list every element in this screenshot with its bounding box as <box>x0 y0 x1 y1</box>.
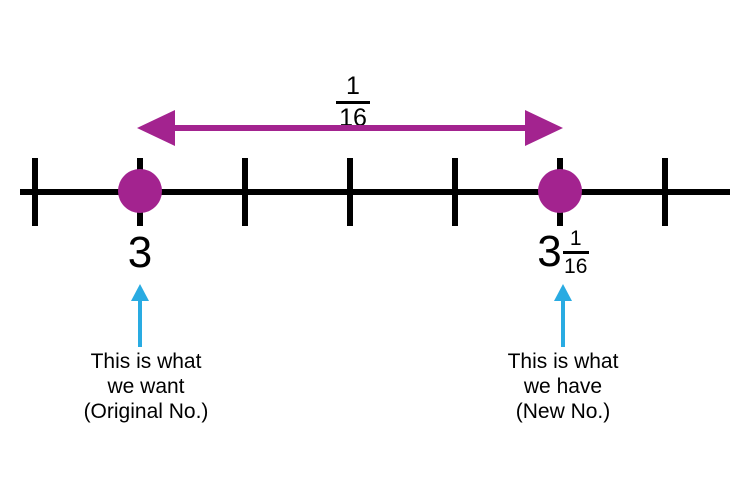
caption-line: (New No.) <box>515 400 611 423</box>
fraction-denominator: 16 <box>564 255 588 278</box>
point-label-new: 3 1 16 <box>508 227 618 278</box>
tick-mark-3 <box>242 158 248 226</box>
fraction-numerator: 1 <box>569 227 582 250</box>
up-arrow-right-shaft <box>561 299 565 347</box>
arrowhead-right-icon <box>525 110 563 146</box>
tick-mark-5 <box>452 158 458 226</box>
fraction-bar <box>562 251 589 254</box>
mixed-number-fraction: 1 16 <box>562 227 589 278</box>
up-arrow-left-shaft <box>138 299 142 347</box>
caption-line: This is what <box>90 350 202 373</box>
arrowhead-left-icon <box>137 110 175 146</box>
number-line <box>20 189 730 195</box>
caption-line: we have <box>523 375 603 398</box>
up-arrow-left-icon <box>131 284 149 301</box>
fraction: 1 16 <box>336 74 370 131</box>
caption-line: (Original No.) <box>83 400 209 423</box>
up-arrow-right-icon <box>554 284 572 301</box>
point-dot-new <box>538 169 582 213</box>
tick-mark-7 <box>662 158 668 226</box>
fraction-numerator: 1 <box>346 72 360 100</box>
point-label-original: 3 <box>127 228 153 277</box>
distance-fraction-label: 1 16 <box>303 74 403 131</box>
distance-arrow-shaft <box>170 125 530 131</box>
tick-mark-4 <box>347 158 353 226</box>
caption-line: we want <box>107 375 185 398</box>
caption-new: This is what we have (New No.) <box>473 349 653 424</box>
mixed-number-whole: 3 <box>537 227 562 277</box>
tick-mark-1 <box>32 158 38 226</box>
fraction-bar <box>336 101 370 104</box>
point-dot-original <box>118 169 162 213</box>
caption-original: This is what we want (Original No.) <box>56 349 236 424</box>
caption-line: This is what <box>507 350 619 373</box>
